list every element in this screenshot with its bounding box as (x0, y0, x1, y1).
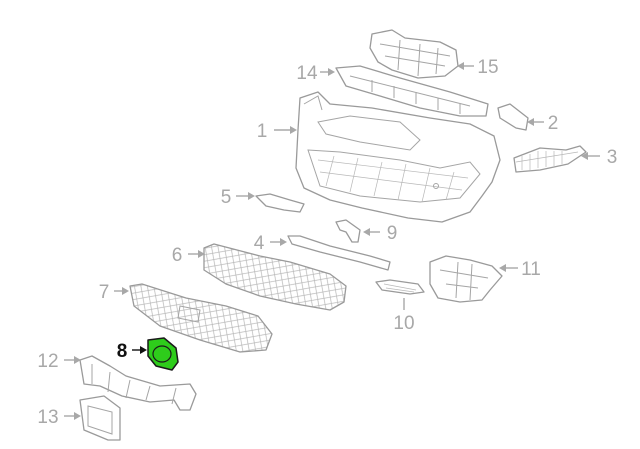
part-5-molding[interactable] (255, 193, 305, 213)
callout-5: 5 (221, 187, 232, 208)
part-10-small-grille[interactable] (375, 279, 425, 295)
part-6-upper-grille[interactable] (203, 243, 347, 311)
callout-labels: 1 2 3 4 5 6 7 8 9 10 11 12 13 14 15 (37, 57, 617, 428)
callout-8-highlighted: 8 (117, 341, 128, 362)
part-15-upper-bracket[interactable] (369, 29, 459, 79)
part-3-side-grille[interactable] (513, 145, 587, 173)
part-14-upper-absorber[interactable] (335, 65, 489, 117)
leader-lines (64, 62, 600, 420)
callout-15: 15 (477, 57, 498, 78)
part-1-front-fascia[interactable] (295, 91, 501, 223)
part-7-lower-grille[interactable] (129, 283, 273, 353)
part-11-bracket[interactable] (429, 255, 503, 303)
callout-4: 4 (254, 233, 265, 254)
callout-10: 10 (393, 313, 414, 334)
part-4-lower-strip[interactable] (287, 235, 391, 271)
callout-12: 12 (37, 351, 58, 372)
part-9-bracket[interactable] (335, 219, 361, 243)
callout-11: 11 (521, 259, 541, 280)
callout-1: 1 (257, 121, 268, 142)
callout-9: 9 (387, 223, 398, 244)
callout-7: 7 (99, 282, 110, 303)
callout-3: 3 (607, 147, 618, 168)
callout-14: 14 (296, 63, 318, 84)
callout-13: 13 (37, 407, 58, 428)
part-12-lower-support[interactable] (79, 355, 197, 411)
part-13-license-bracket[interactable] (79, 395, 121, 441)
callout-2: 2 (548, 113, 559, 134)
callout-6: 6 (172, 245, 183, 266)
part-8-fog-bezel-highlighted[interactable] (147, 337, 179, 371)
part-2-trim[interactable] (497, 103, 529, 131)
